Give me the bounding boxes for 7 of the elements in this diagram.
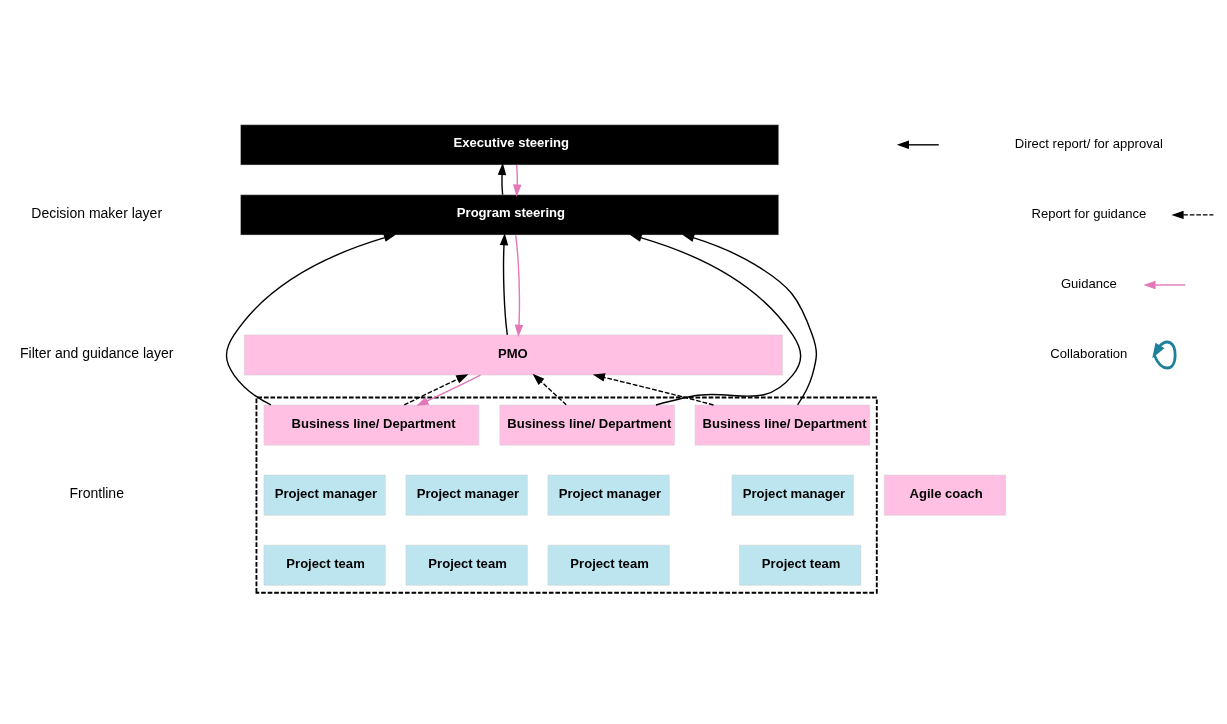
legend-label: Guidance: [1060, 275, 1117, 291]
legend-label: Report for guidance: [1031, 205, 1147, 221]
label: Filter and guidance layer: [20, 344, 174, 361]
legend-label: Direct report/ for approval: [1014, 135, 1163, 151]
label: Decision maker layer: [31, 204, 163, 221]
label: Frontline: [69, 484, 124, 501]
legend-label: Collaboration: [1050, 345, 1128, 361]
